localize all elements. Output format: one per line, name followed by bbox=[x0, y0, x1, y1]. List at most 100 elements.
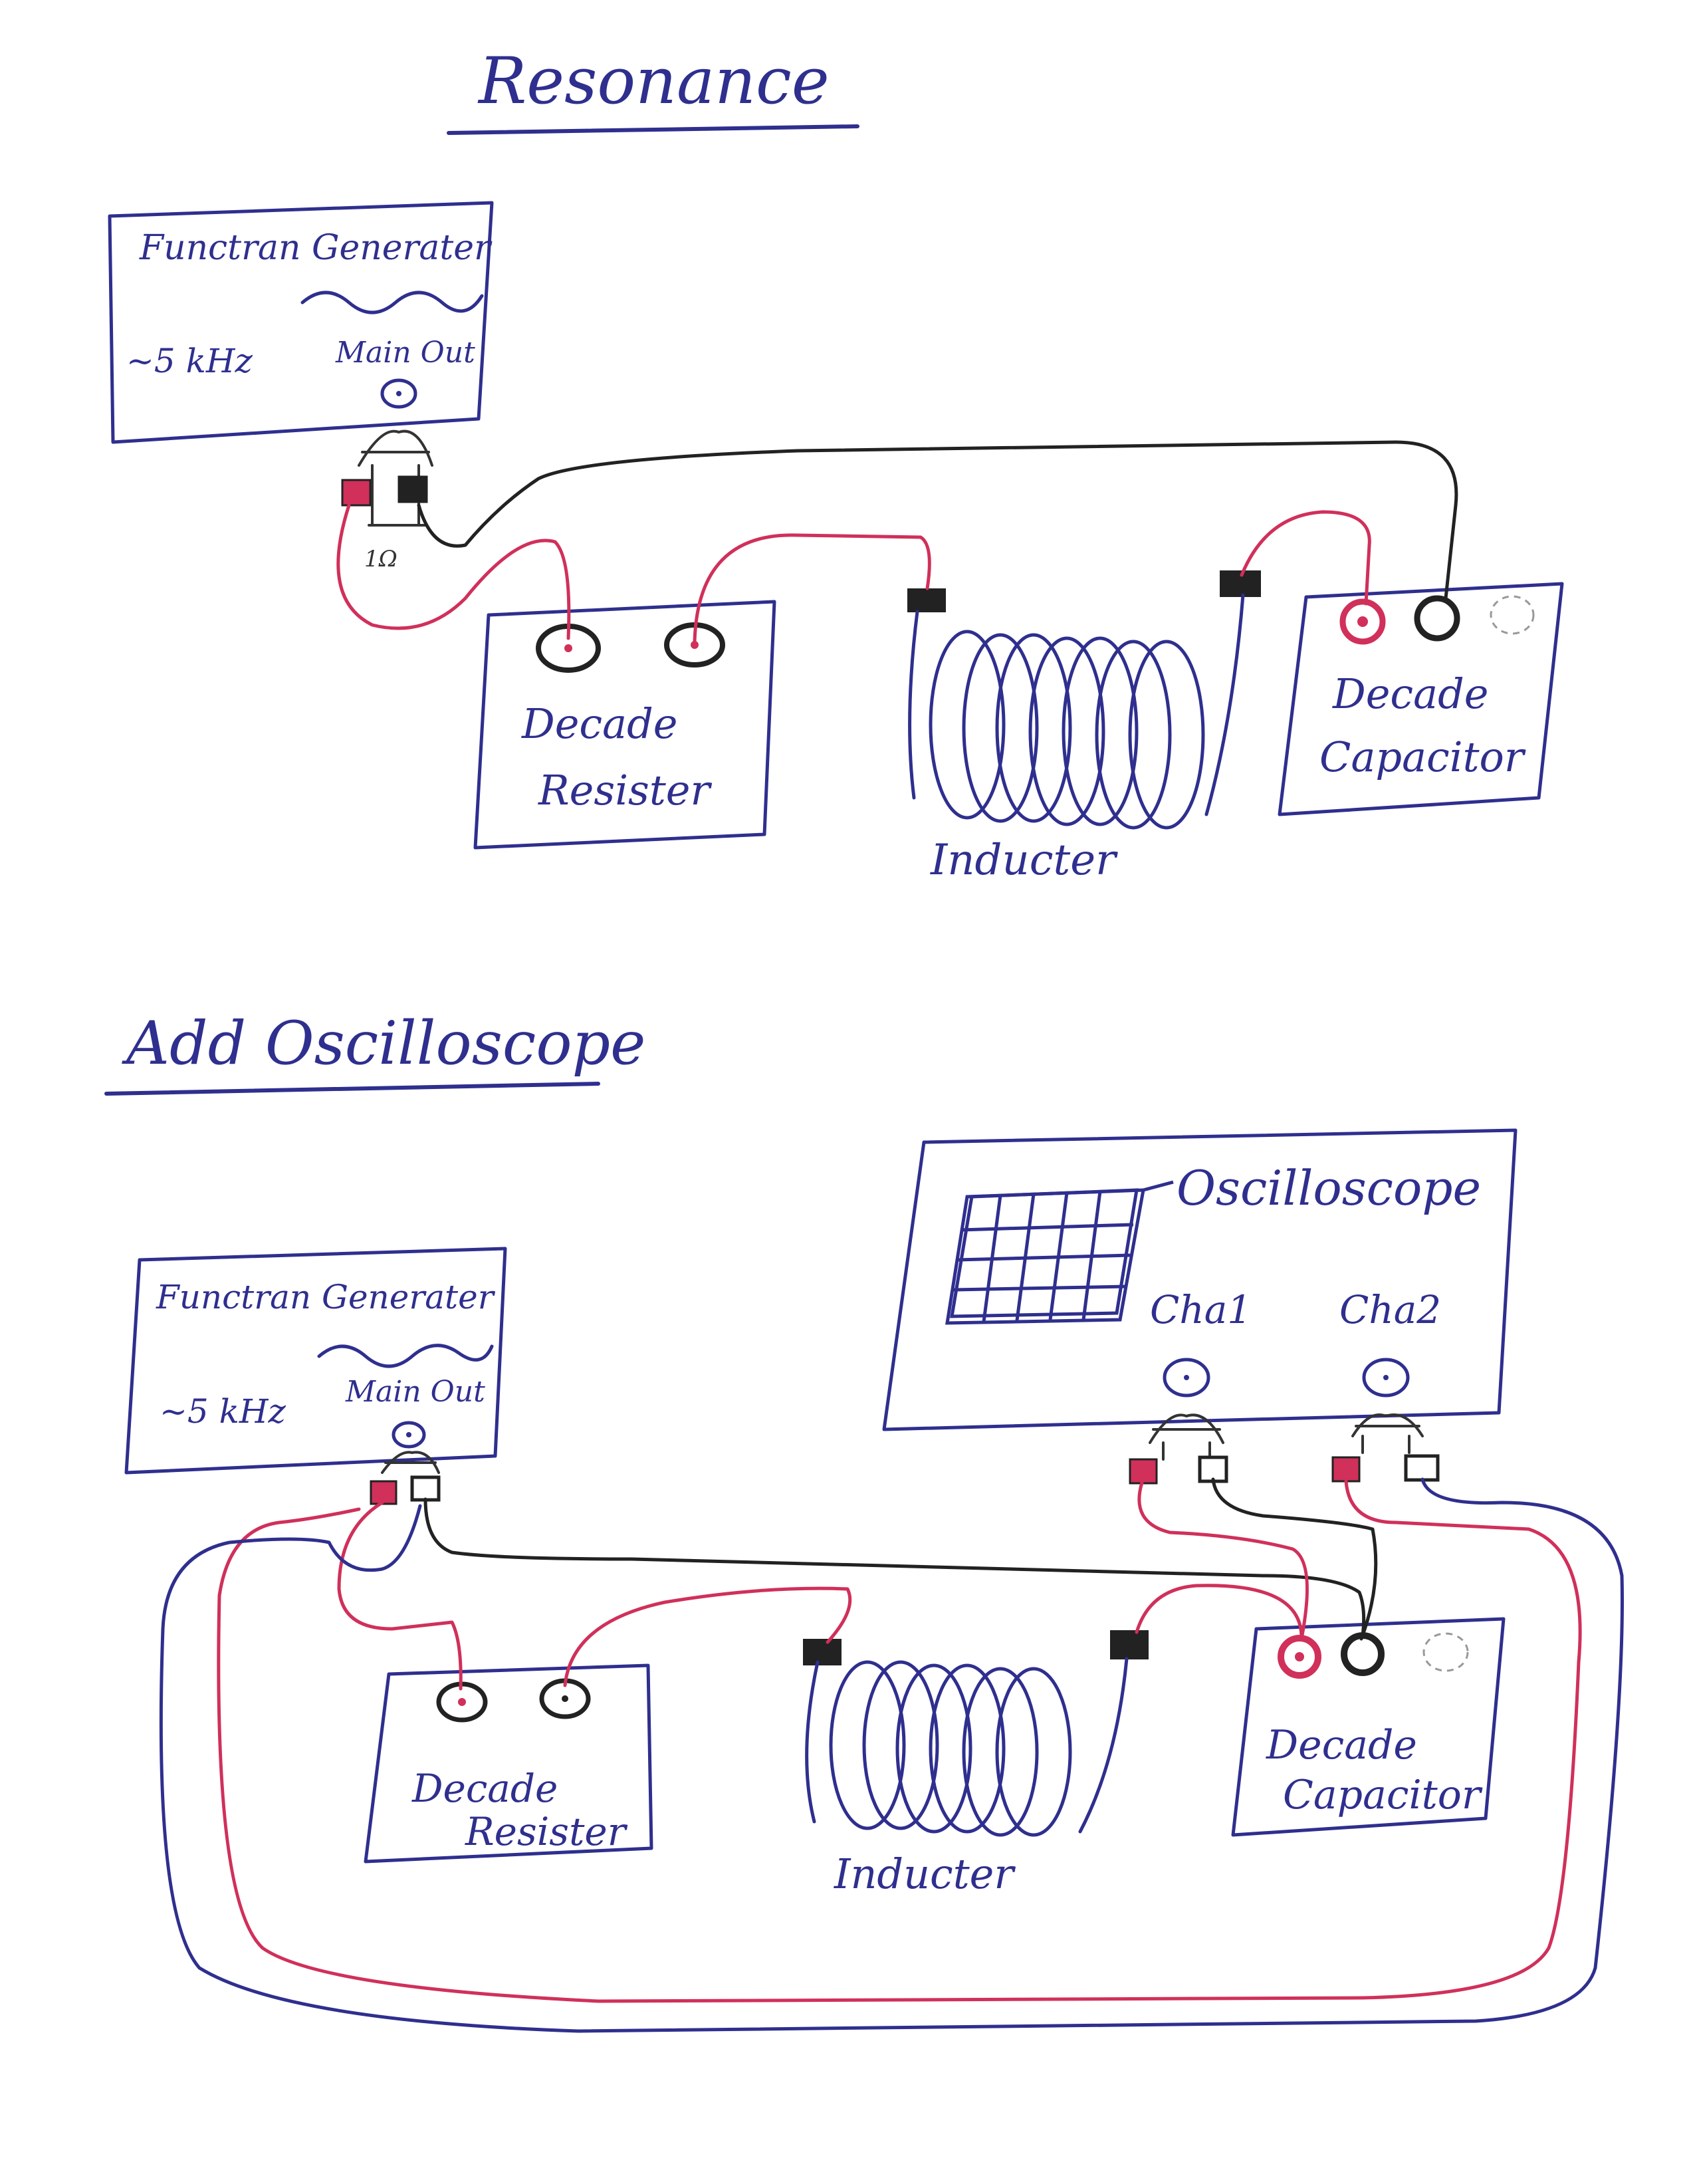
wire-black-gen-to-capacitor-2 bbox=[423, 1497, 1366, 1638]
wire-red-inductor-to-capacitor-2 bbox=[1135, 1584, 1303, 1641]
oscilloscope-ch1-label: Cha1 bbox=[1150, 1287, 1252, 1332]
gen2-black-terminal bbox=[410, 1475, 441, 1502]
ch1-bnc-connector bbox=[1163, 1358, 1210, 1397]
inductor-2-lead-right bbox=[1078, 1657, 1129, 1834]
function-generator-2-box bbox=[124, 1247, 507, 1475]
wire-blue-ch2-to-gen bbox=[159, 1477, 1624, 2033]
decade-resistor-1: Decade Resister bbox=[473, 600, 776, 850]
decade-capacitor-1-line2: Capacitor bbox=[1319, 733, 1526, 781]
sine-wave-icon-2 bbox=[317, 1344, 494, 1368]
wire-red-resistor-to-inductor bbox=[693, 533, 931, 644]
inductor-2-lead-left bbox=[805, 1660, 820, 1824]
adapter-1ohm-label: 1Ω bbox=[364, 546, 397, 572]
capacitor-terminal-black bbox=[1414, 595, 1460, 642]
wire-red-resistor-to-inductor-2 bbox=[563, 1586, 852, 1687]
wire-red-gen-to-resistor bbox=[336, 503, 571, 640]
decade-capacitor-2: Decade Capacitor bbox=[1231, 1617, 1506, 1837]
resistor-terminal-right-pin bbox=[691, 641, 699, 649]
decade-capacitor-2-line2: Capacitor bbox=[1283, 1772, 1483, 1818]
capacitor-terminal-red-pin bbox=[1357, 616, 1368, 627]
decade-resistor-1-line1: Decade bbox=[521, 699, 677, 748]
ch1-banana-adapter bbox=[1129, 1413, 1228, 1485]
inductor-1-clip-left bbox=[907, 588, 946, 612]
resistor2-terminal-right-pin bbox=[562, 1695, 568, 1702]
ch1-black-terminal bbox=[1198, 1455, 1228, 1483]
decade-capacitor-1: Decade Capacitor bbox=[1278, 582, 1564, 816]
black-banana-terminal bbox=[397, 475, 428, 503]
inductor-2-label: Inducter bbox=[834, 1850, 1016, 1898]
gen2-red-terminal bbox=[370, 1480, 397, 1505]
oscilloscope-wires bbox=[159, 1477, 1624, 2033]
function-generator-2-output-label: Main Out bbox=[345, 1375, 485, 1409]
decade-resistor-2-box bbox=[364, 1663, 653, 1864]
decade-capacitor-1-box bbox=[1278, 582, 1564, 816]
wire-red-ch2-to-gen bbox=[217, 1479, 1582, 2003]
ch2-adapter-body bbox=[1351, 1413, 1424, 1454]
ch2-banana-adapter bbox=[1331, 1413, 1440, 1483]
oscilloscope-label: Oscilloscope bbox=[1177, 1160, 1481, 1216]
oscilloscope-diagram: Add Oscilloscope Oscilloscope Cha1 Cha2 bbox=[104, 1009, 1624, 2033]
inductor-1-coils bbox=[929, 630, 1205, 830]
decade-resistor-2-line1: Decade bbox=[411, 1766, 558, 1811]
resistor-terminal-left-pin bbox=[564, 644, 572, 652]
inductor-1: Inducter bbox=[907, 570, 1261, 885]
function-generator-1: Functran Generater ~5 kHz Main Out bbox=[108, 201, 494, 444]
wire-red-inductor-to-capacitor bbox=[1240, 510, 1371, 606]
resonance-diagram: Resonance Functran Generater ~5 kHz Main… bbox=[108, 44, 1564, 885]
function-generator-1-label: Functran Generater bbox=[139, 228, 493, 268]
decade-capacitor-1-line1: Decade bbox=[1332, 669, 1488, 718]
capacitor2-terminal-red-pin bbox=[1295, 1652, 1304, 1661]
function-generator-1-box bbox=[108, 201, 494, 444]
decade-resistor-1-box bbox=[473, 600, 776, 850]
bnc-output-connector-2 bbox=[392, 1421, 426, 1449]
inductor-1-label: Inducter bbox=[930, 836, 1118, 885]
adapter-body bbox=[358, 429, 433, 527]
ch2-bnc-connector bbox=[1362, 1358, 1410, 1397]
function-generator-2-label: Functran Generater bbox=[156, 1278, 496, 1316]
adapter-2-body bbox=[381, 1451, 440, 1474]
inductor-2: Inducter bbox=[803, 1630, 1149, 1898]
oscilloscope-box bbox=[882, 1128, 1518, 1431]
decade-capacitor-2-box bbox=[1231, 1617, 1506, 1837]
resonance-title-underline bbox=[447, 124, 859, 135]
ch1-bnc-pin bbox=[1184, 1375, 1189, 1380]
resonance-title: Resonance bbox=[477, 44, 830, 118]
decade-resistor-2: Decade Resister bbox=[364, 1663, 653, 1864]
inductor-1-lead-left bbox=[908, 610, 919, 800]
function-generator-1-frequency: ~5 kHz bbox=[126, 342, 253, 380]
ch1-red-terminal bbox=[1129, 1458, 1158, 1485]
inductor-2-clip-right bbox=[1110, 1630, 1149, 1659]
capacitor2-knob-dashed bbox=[1422, 1632, 1469, 1672]
inductor-2-clip-left bbox=[803, 1639, 842, 1665]
ch2-bnc-pin bbox=[1383, 1375, 1389, 1380]
red-banana-terminal bbox=[341, 479, 372, 507]
function-generator-1-output-label: Main Out bbox=[335, 336, 475, 370]
bnc-output-connector bbox=[380, 378, 417, 409]
wire-black-ch1-to-capacitor bbox=[1211, 1477, 1378, 1641]
capacitor-knob-dashed bbox=[1490, 595, 1535, 635]
oscilloscope-screen-icon bbox=[945, 1180, 1174, 1325]
ch2-red-terminal bbox=[1331, 1456, 1361, 1483]
function-generator-2: Functran Generater ~5 kHz Main Out bbox=[124, 1247, 507, 1475]
function-generator-2-frequency: ~5 kHz bbox=[160, 1392, 286, 1431]
ch2-black-terminal bbox=[1404, 1454, 1440, 1482]
inductor-2-coils bbox=[829, 1660, 1072, 1837]
decade-resistor-1-line2: Resister bbox=[538, 766, 712, 814]
decade-capacitor-2-line1: Decade bbox=[1266, 1722, 1417, 1768]
ch1-adapter-body bbox=[1149, 1413, 1224, 1461]
capacitor2-terminal-black bbox=[1341, 1632, 1385, 1676]
bnc-output-pin bbox=[396, 391, 401, 396]
decade-resistor-2-line2: Resister bbox=[465, 1809, 628, 1854]
inductor-1-lead-right bbox=[1204, 593, 1245, 816]
bnc-output-pin-2 bbox=[406, 1432, 411, 1437]
sine-wave-icon bbox=[300, 291, 484, 314]
wire-red-ch1-to-capacitor bbox=[1137, 1481, 1309, 1641]
oscilloscope-title-underline bbox=[104, 1082, 600, 1096]
bnc-banana-adapter-1: 1Ω bbox=[341, 429, 433, 572]
oscilloscope-instrument: Oscilloscope Cha1 Cha2 bbox=[882, 1128, 1518, 1431]
wire-red-gen-to-resistor-2 bbox=[337, 1501, 463, 1691]
oscilloscope-title: Add Oscilloscope bbox=[122, 1009, 645, 1078]
resistor2-terminal-left-pin bbox=[458, 1698, 466, 1706]
wire-black-gen-to-capacitor bbox=[417, 440, 1458, 600]
